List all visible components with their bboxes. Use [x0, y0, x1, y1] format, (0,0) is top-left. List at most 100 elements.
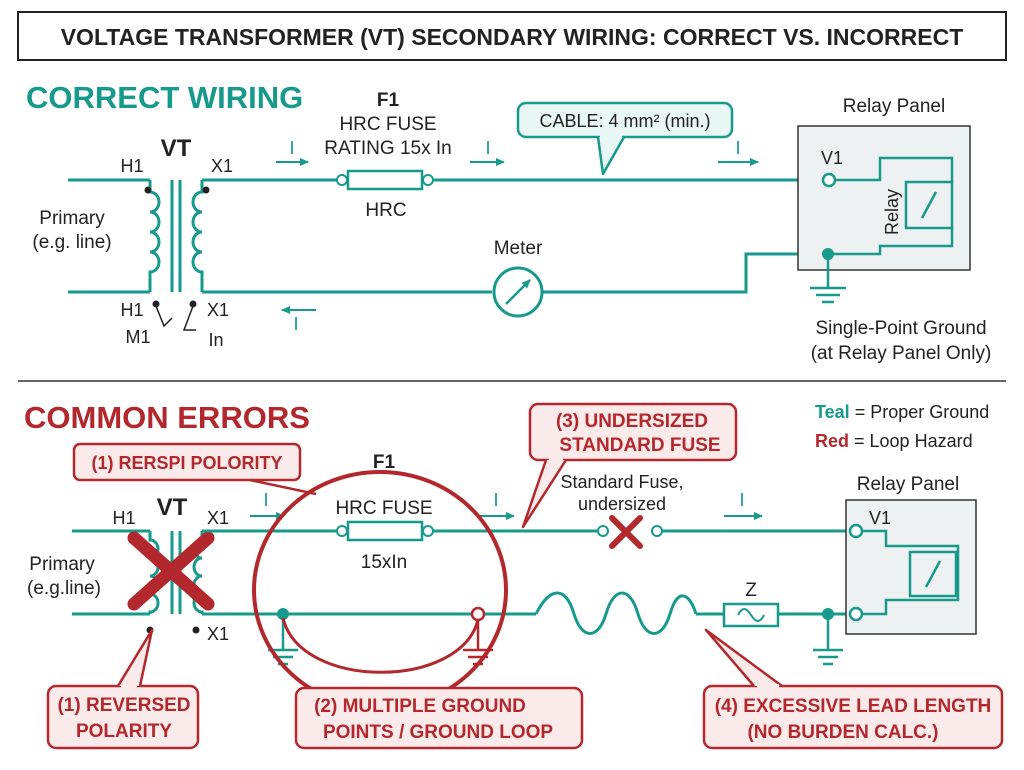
lead-length-pointer: [704, 628, 783, 688]
cable-callout-box: [516, 101, 734, 139]
err-primary-example: (e.g.line): [27, 578, 101, 599]
err-fuse-terminal-left: [336, 525, 348, 537]
err-primary-winding: [148, 531, 160, 614]
current-marker-2: I: [470, 138, 505, 166]
fuse-terminal-left: [336, 174, 348, 186]
err-fuse-id: F1: [373, 452, 396, 473]
err-fuse-label-1: HRC FUSE: [335, 498, 432, 519]
primary-example: (e.g. line): [32, 232, 111, 253]
current-marker-1: I: [276, 138, 309, 166]
primary-winding: [148, 180, 161, 292]
undersized-callout-line2: STANDARD FUSE: [559, 435, 720, 456]
err-current-marker-2-label: I: [493, 490, 498, 510]
polarity-dot-bottom-left: [152, 300, 160, 308]
err-fuse-label-2: 15xIn: [361, 552, 407, 573]
errors-heading: COMMON ERRORS: [24, 400, 310, 435]
reversed-polarity-x-icon: [127, 531, 215, 611]
lead-length-line1: (4) EXCESSIVE LEAD LENGTH: [715, 696, 992, 717]
current-marker-3: I: [718, 138, 759, 166]
err-fuse-body: [346, 520, 424, 542]
err-current-marker-1-label: I: [263, 490, 268, 510]
in-label: In: [208, 330, 223, 350]
err-h1-label: H1: [112, 508, 135, 528]
ground-loop-path: [281, 617, 480, 674]
relay-contact: [920, 191, 938, 219]
err-v1-terminal: [848, 523, 864, 539]
err-x1-bottom-label: X1: [207, 624, 229, 644]
err-primary-label: Primary: [29, 554, 95, 575]
fuse-terminal-right: [422, 174, 434, 186]
err-x1-top-label: X1: [207, 508, 229, 528]
m1-label: M1: [125, 327, 150, 347]
lead-length-line2: (NO BURDEN CALC.): [747, 722, 938, 743]
lead-length-callout: [702, 684, 1004, 750]
err-v1-label: V1: [869, 508, 891, 528]
fuse-label-2: RATING 15x In: [324, 138, 451, 159]
in-leader: [182, 305, 196, 331]
reversed-polarity-pointer: [116, 628, 154, 687]
err-current-marker-2: I: [478, 490, 515, 520]
err-current-marker-3: I: [724, 490, 763, 520]
meter-needle: [505, 279, 531, 305]
primary-label: Primary: [39, 208, 105, 229]
ground-label-2: (at Relay Panel Only): [811, 343, 992, 364]
err-relay-coil-box: [908, 550, 958, 598]
fuse-label-1: HRC FUSE: [339, 114, 436, 135]
polarity-dot-h1: [144, 186, 152, 194]
err-dot-bottom-right: [192, 626, 200, 634]
polarity-dot-x1: [202, 186, 210, 194]
hrc-fuse: [336, 169, 434, 191]
undersized-callout-line1: (3) UNDERSIZED: [556, 411, 708, 432]
current-marker-return-label: I: [293, 314, 298, 334]
multiple-ground-callout: [294, 686, 584, 750]
reversed-polarity-line2: POLARITY: [76, 721, 172, 742]
polarity-callout-top-text: (1) RERSPI POLORITY: [91, 453, 282, 473]
current-marker-return: I: [281, 306, 316, 334]
std-fuse-label-1: Standard Fuse,: [560, 472, 683, 492]
fuse-type-label: HRC: [365, 200, 406, 221]
x1-bottom-label: X1: [207, 300, 229, 320]
ground-point-2: [470, 606, 486, 622]
legend-red-text: = Loop Hazard: [849, 431, 973, 451]
err-fuse-terminal-right: [422, 525, 434, 537]
relay-wire-top: [835, 156, 954, 182]
legend-red-key: Red: [815, 431, 849, 451]
ground-label-1: Single-Point Ground: [815, 318, 986, 339]
ground-point-3-icon: [813, 614, 843, 666]
v1-label: V1: [821, 148, 843, 168]
return-wire-b: [542, 252, 826, 294]
h1-top-label: H1: [120, 156, 143, 176]
legend-teal-text: = Proper Ground: [850, 402, 990, 422]
legend-teal-key: Teal: [815, 402, 850, 422]
std-fuse-terminal-left: [597, 525, 609, 537]
title-box: [17, 11, 1007, 61]
multiple-ground-line1: (2) MULTIPLE GROUND: [314, 696, 526, 717]
relay-label: Relay: [882, 189, 902, 235]
legend-red: Red = Loop Hazard: [815, 431, 973, 451]
x1-top-label: X1: [211, 156, 233, 176]
secondary-winding: [191, 180, 204, 292]
x-stroke-2: [127, 531, 215, 611]
std-fuse-label-2: undersized: [578, 494, 666, 514]
err-relay-contact: [924, 560, 942, 588]
vt-transformer: [148, 180, 204, 292]
legend-teal: Teal = Proper Ground: [815, 402, 989, 422]
current-marker-3-label: I: [735, 138, 740, 158]
undersized-fuse-x-icon: [609, 515, 643, 549]
reversed-polarity-line1: (1) REVERSED: [57, 695, 190, 716]
err-current-marker-1: I: [250, 490, 285, 520]
current-marker-1-label: I: [289, 138, 294, 158]
current-marker-2-label: I: [485, 138, 490, 158]
polarity-callout-top: [72, 442, 302, 482]
m1-leader: [155, 305, 173, 328]
correct-heading: CORRECT WIRING: [26, 80, 303, 115]
cable-callout: [516, 101, 734, 176]
meter-label: Meter: [494, 238, 543, 259]
fuse-x-stroke-2: [609, 515, 643, 549]
v1-terminal: [821, 172, 837, 188]
h1-bottom-label: H1: [120, 300, 143, 320]
std-fuse-terminal-right: [651, 525, 663, 537]
cable-callout-text: CABLE: 4 mm² (min.): [539, 111, 710, 131]
multiple-ground-line2: POINTS / GROUND LOOP: [323, 722, 553, 743]
